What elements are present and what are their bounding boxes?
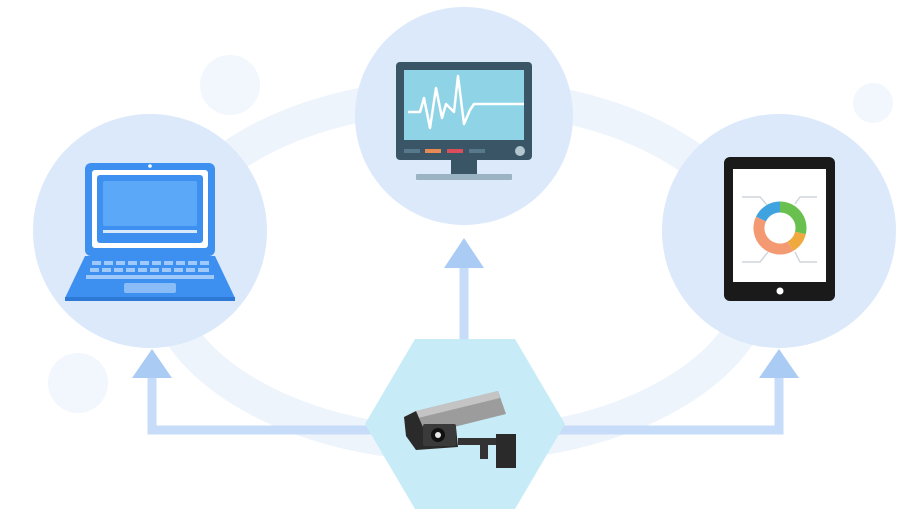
monitor-waveform-icon (396, 62, 532, 180)
decor-dot-top-left (200, 55, 260, 115)
security-camera-icon (404, 391, 516, 468)
arrow-head-tablet (759, 349, 799, 378)
connector-camera-to-tablet (540, 349, 799, 435)
connector-camera-to-monitor (444, 238, 484, 345)
laptop-icon (65, 163, 235, 301)
decor-dot-top-right (853, 83, 893, 123)
arrow-head-laptop (132, 349, 172, 378)
donut-chart (753, 201, 807, 255)
decor-dot-bottom-left (48, 353, 108, 413)
tablet-donut-chart-icon (724, 157, 835, 301)
connector-camera-to-laptop (132, 349, 390, 435)
arrow-head-monitor (444, 238, 484, 268)
